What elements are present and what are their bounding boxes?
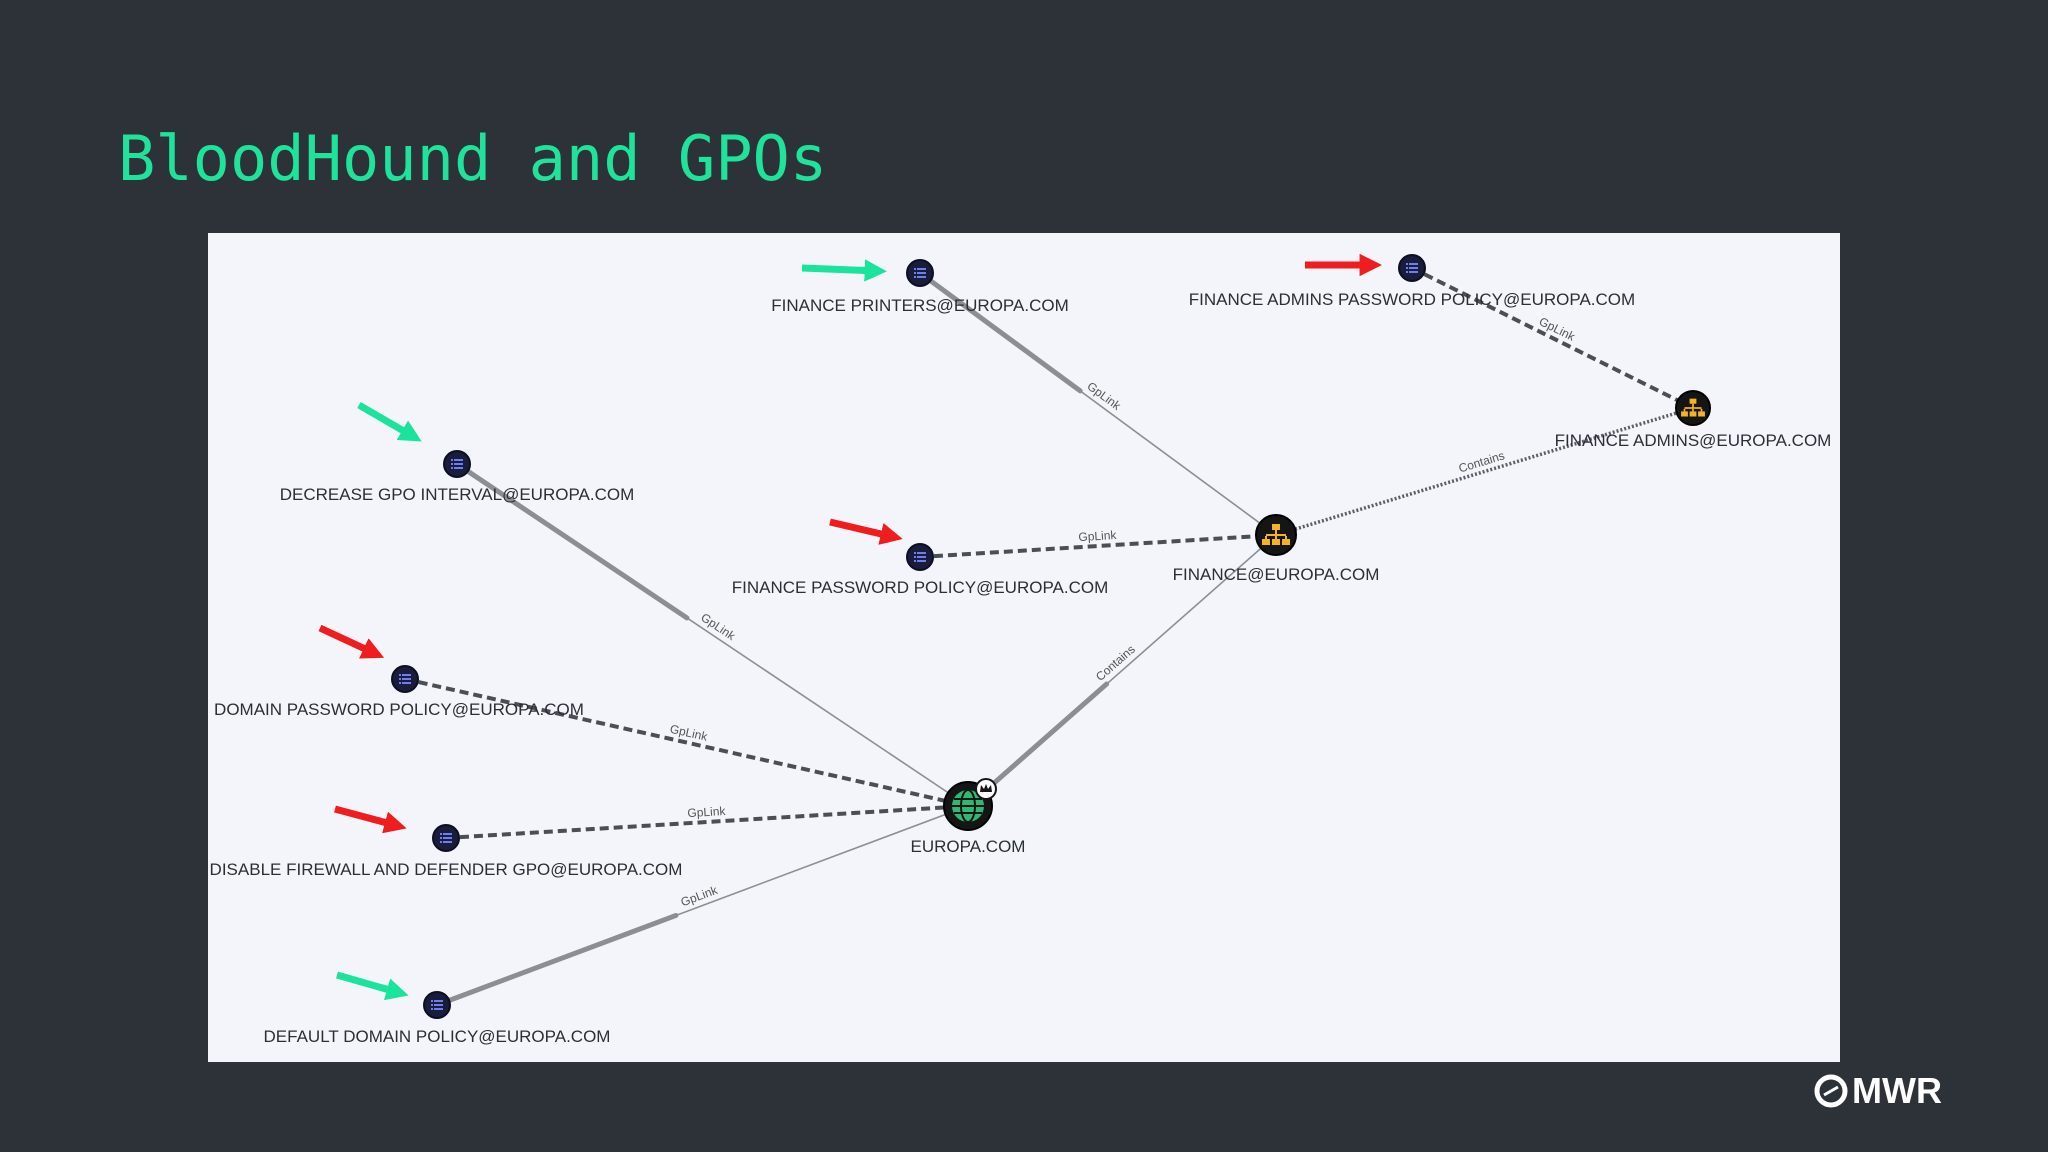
edge-decrease_gpo-europa[interactable]: GpLink <box>454 461 969 807</box>
node-decrease_gpo[interactable]: DECREASE GPO INTERVAL@EUROPA.COM <box>280 450 635 504</box>
green-arrow-marker <box>357 401 422 442</box>
green-arrow-marker <box>336 971 409 1001</box>
node-label: FINANCE@EUROPA.COM <box>1173 565 1380 584</box>
node-finance_admins[interactable]: FINANCE ADMINS@EUROPA.COM <box>1555 390 1832 450</box>
slide-title: BloodHound and GPOs <box>118 122 828 195</box>
edge-disable_fw-europa[interactable]: GpLink <box>445 804 969 840</box>
mwr-logo-text: MWR <box>1852 1070 1942 1111</box>
node-label: DOMAIN PASSWORD POLICY@EUROPA.COM <box>214 700 584 719</box>
node-europa[interactable]: EUROPA.COM <box>911 778 1026 856</box>
gpo-icon[interactable] <box>906 543 934 571</box>
markers-layer <box>318 253 1382 1001</box>
gpo-icon[interactable] <box>906 259 934 287</box>
node-finance_pw[interactable]: FINANCE PASSWORD POLICY@EUROPA.COM <box>732 543 1109 597</box>
green-arrow-marker <box>801 259 887 282</box>
node-domain_pw[interactable]: DOMAIN PASSWORD POLICY@EUROPA.COM <box>214 665 584 719</box>
gpo-icon[interactable] <box>391 665 419 693</box>
edges-layer: GpLinkGpLinkContainsGpLinkContainsGpLink… <box>404 266 1694 1008</box>
edge-domain_pw-europa[interactable]: GpLink <box>404 677 969 808</box>
edge-finance_pw-finance[interactable]: GpLink <box>919 528 1277 559</box>
node-label: FINANCE ADMINS PASSWORD POLICY@EUROPA.CO… <box>1189 290 1635 309</box>
red-arrow-marker <box>318 624 385 659</box>
node-finance_admins_pw[interactable]: FINANCE ADMINS PASSWORD POLICY@EUROPA.CO… <box>1189 254 1635 309</box>
red-arrow-marker <box>334 805 407 834</box>
node-label: EUROPA.COM <box>911 837 1026 856</box>
nodes-layer: FINANCE PRINTERS@EUROPA.COM FINANCE ADMIN… <box>210 254 1832 1046</box>
edge-finance-finance_admins[interactable]: Contains <box>1275 406 1694 537</box>
node-disable_fw[interactable]: DISABLE FIREWALL AND DEFENDER GPO@EUROPA… <box>210 824 683 879</box>
mwr-swirl-icon <box>1814 1074 1848 1108</box>
node-label: FINANCE ADMINS@EUROPA.COM <box>1555 431 1832 450</box>
node-finance_printers[interactable]: FINANCE PRINTERS@EUROPA.COM <box>771 259 1069 315</box>
edge-label: Contains <box>1457 448 1506 475</box>
gpo-icon[interactable] <box>1398 254 1426 282</box>
node-label: DISABLE FIREWALL AND DEFENDER GPO@EUROPA… <box>210 860 683 879</box>
edge-label: GpLink <box>679 883 720 910</box>
node-default_domain[interactable]: DEFAULT DOMAIN POLICY@EUROPA.COM <box>264 991 611 1046</box>
ou-icon[interactable] <box>1255 514 1297 556</box>
node-label: DECREASE GPO INTERVAL@EUROPA.COM <box>280 485 635 504</box>
node-finance[interactable]: FINANCE@EUROPA.COM <box>1173 514 1380 584</box>
red-arrow-marker <box>829 518 903 545</box>
gpo-icon[interactable] <box>423 991 451 1019</box>
node-label: FINANCE PASSWORD POLICY@EUROPA.COM <box>732 578 1109 597</box>
graph-canvas[interactable]: GpLinkGpLinkContainsGpLinkContainsGpLink… <box>208 233 1840 1062</box>
ou-icon[interactable] <box>1675 390 1711 426</box>
edge-label: GpLink <box>1078 528 1118 544</box>
edge-label: GpLink <box>687 804 727 820</box>
mwr-logo: MWR <box>1814 1070 1942 1112</box>
edge-label: GpLink <box>669 722 710 744</box>
edge-finance_admins_pw-finance_admins[interactable]: GpLink <box>1411 266 1694 410</box>
edge-default_domain-europa[interactable]: GpLink <box>434 805 969 1008</box>
domain-globe-icon[interactable] <box>943 778 997 831</box>
node-label: FINANCE PRINTERS@EUROPA.COM <box>771 296 1068 315</box>
gpo-icon[interactable] <box>432 824 460 852</box>
gpo-icon[interactable] <box>443 450 471 478</box>
node-label: DEFAULT DOMAIN POLICY@EUROPA.COM <box>264 1027 611 1046</box>
